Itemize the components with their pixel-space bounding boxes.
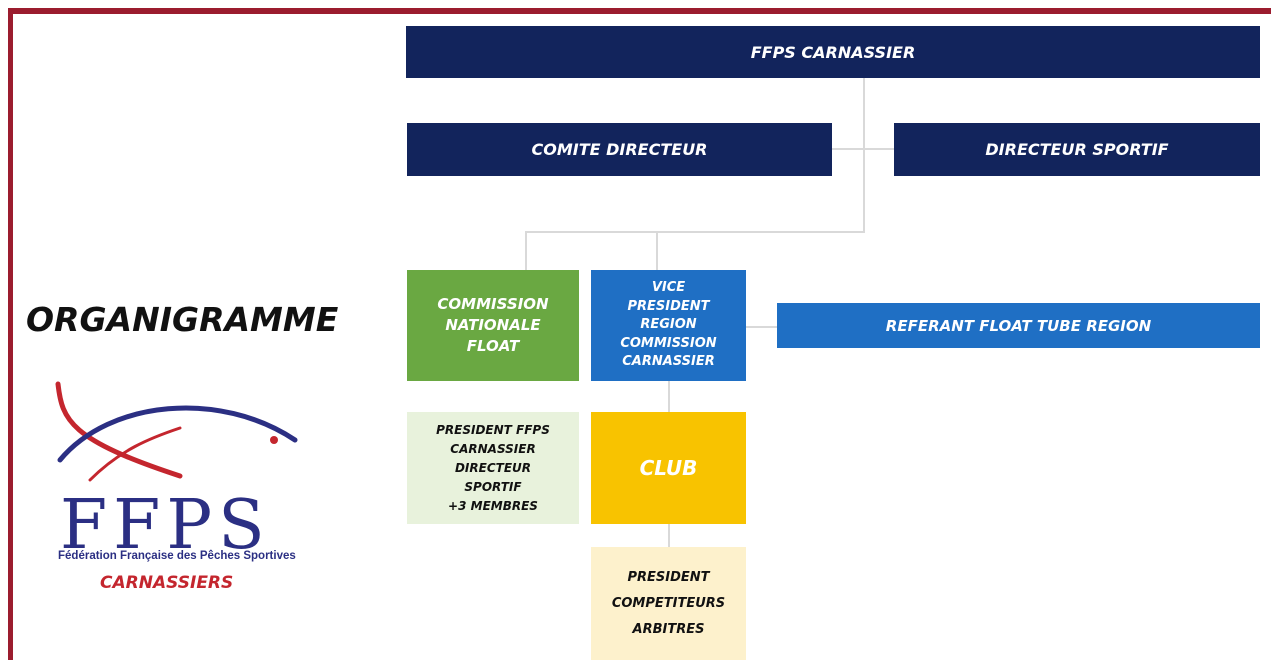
connector-line bbox=[525, 231, 527, 270]
node-vice-president: VICE PRESIDENT REGION COMMISSION CARNASS… bbox=[591, 270, 746, 381]
logo-subtitle: Fédération Française des Pêches Sportive… bbox=[58, 550, 296, 562]
connector-line bbox=[668, 381, 670, 412]
connector-line bbox=[668, 524, 670, 547]
node-club: CLUB bbox=[591, 412, 746, 524]
frame-left-border bbox=[8, 8, 13, 660]
node-commission-members: PRESIDENT FFPS CARNASSIER DIRECTEUR SPOR… bbox=[407, 412, 579, 524]
connector-line bbox=[832, 148, 894, 150]
node-label: CLUB bbox=[639, 456, 698, 480]
node-label: COMITE DIRECTEUR bbox=[531, 140, 708, 159]
ffps-logo: FFPS Fédération Française des Pêches Spo… bbox=[30, 380, 330, 610]
node-label: FFPS CARNASSIER bbox=[750, 42, 916, 62]
node-label: REFERANT FLOAT TUBE REGION bbox=[885, 316, 1152, 335]
node-label: DIRECTEUR SPORTIF bbox=[985, 140, 1169, 159]
connector-line bbox=[746, 326, 777, 328]
node-referant-float-tube: REFERANT FLOAT TUBE REGION bbox=[777, 303, 1260, 348]
connector-line bbox=[525, 231, 865, 233]
node-comite-directeur: COMITE DIRECTEUR bbox=[407, 123, 832, 176]
node-label: COMMISSION NATIONALE FLOAT bbox=[437, 295, 549, 355]
frame-top-border bbox=[8, 8, 1271, 14]
node-ffps-carnassier: FFPS CARNASSIER bbox=[406, 26, 1260, 78]
node-label: PRESIDENT FFPS CARNASSIER DIRECTEUR SPOR… bbox=[436, 422, 550, 513]
page-title: ORGANIGRAMME bbox=[26, 300, 339, 339]
logo-division: CARNASSIERS bbox=[100, 573, 234, 593]
node-directeur-sportif: DIRECTEUR SPORTIF bbox=[894, 123, 1260, 176]
connector-line bbox=[863, 78, 865, 232]
logo-swoosh-icon bbox=[55, 381, 298, 482]
node-club-members: PRESIDENT COMPETITEURS ARBITRES bbox=[591, 547, 746, 660]
node-label: PRESIDENT COMPETITEURS ARBITRES bbox=[611, 569, 726, 637]
connector-line bbox=[656, 231, 658, 270]
node-label: VICE PRESIDENT REGION COMMISSION CARNASS… bbox=[620, 280, 717, 370]
logo-ffps-text: FFPS bbox=[60, 486, 271, 565]
node-commission-nationale-float: COMMISSION NATIONALE FLOAT bbox=[407, 270, 579, 381]
